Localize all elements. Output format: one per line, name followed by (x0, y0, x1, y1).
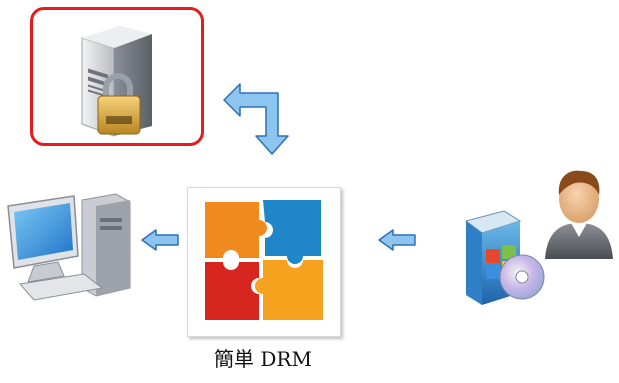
cycle-arrow-icon (223, 83, 289, 155)
desktop-computer-icon (7, 193, 131, 301)
user-icon (545, 170, 613, 259)
software-box-icon (464, 210, 545, 305)
caption: 簡単 DRM (214, 347, 312, 371)
secure-server-icon (81, 26, 152, 137)
puzzle-icon (205, 200, 323, 320)
left-arrow-icon (141, 229, 179, 251)
left-arrow-icon (378, 229, 416, 251)
